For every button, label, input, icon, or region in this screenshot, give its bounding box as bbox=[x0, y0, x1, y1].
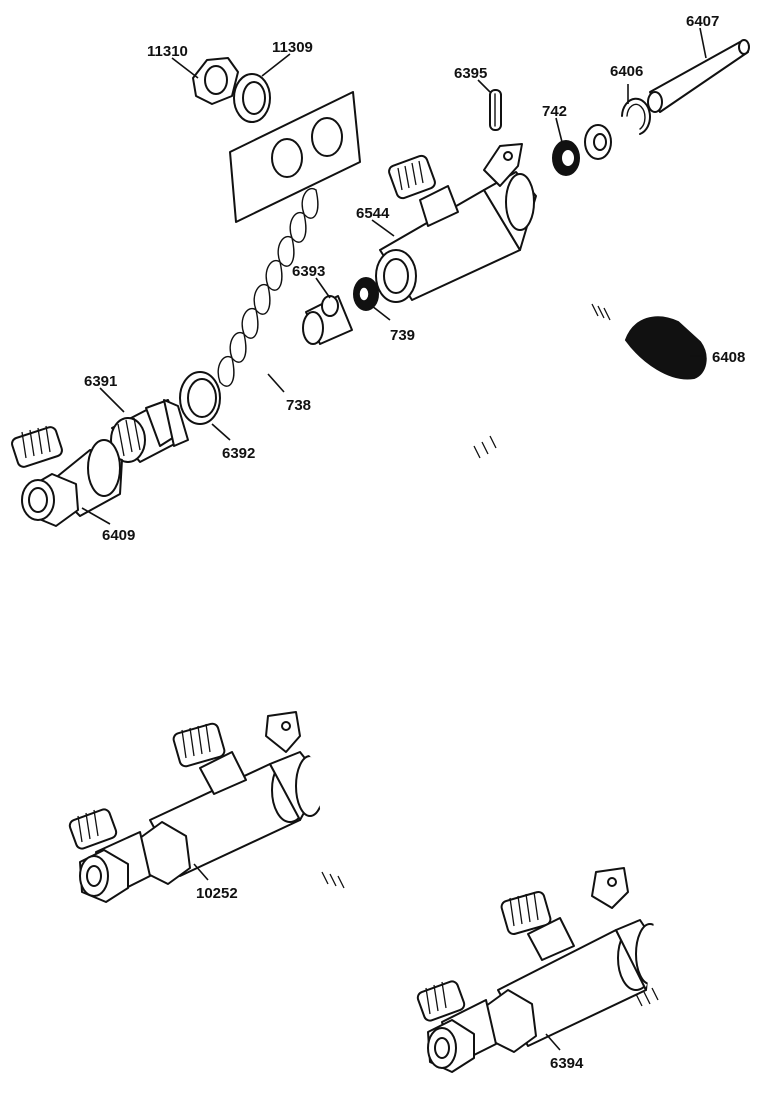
crank-handle-upper bbox=[557, 193, 632, 321]
washer-11309 bbox=[233, 73, 271, 123]
label-742: 742 bbox=[542, 103, 567, 120]
label-738: 738 bbox=[286, 397, 311, 414]
valve-body-6544 bbox=[375, 143, 537, 303]
label-739: 739 bbox=[390, 327, 415, 344]
leader-6394 bbox=[545, 1033, 561, 1051]
knob-6408 bbox=[624, 316, 707, 380]
label-11310: 11310 bbox=[147, 43, 188, 60]
label-11309: 11309 bbox=[272, 39, 313, 56]
label-6408: 6408 bbox=[712, 349, 745, 366]
label-6395: 6395 bbox=[454, 65, 487, 82]
label-6409: 6409 bbox=[102, 527, 135, 544]
label-6544: 6544 bbox=[356, 205, 390, 222]
mounting-plate bbox=[229, 91, 361, 223]
crank-handle-lower bbox=[473, 353, 545, 459]
pin-6395 bbox=[489, 89, 502, 131]
label-6406: 6406 bbox=[610, 63, 643, 80]
label-6407: 6407 bbox=[686, 13, 719, 30]
elbow-6409 bbox=[11, 425, 123, 527]
leader-10252 bbox=[193, 863, 209, 881]
snap-ring-6406 bbox=[621, 97, 651, 135]
spring-738 bbox=[217, 187, 319, 387]
valve-assembly-6394 bbox=[416, 867, 693, 1073]
hex-nut-11310 bbox=[192, 57, 239, 105]
ring-739 bbox=[353, 277, 379, 311]
washer-742 bbox=[552, 124, 612, 176]
plunger-6393 bbox=[302, 295, 353, 345]
gasket-6392 bbox=[179, 371, 221, 425]
label-10252: 10252 bbox=[196, 885, 238, 902]
label-6391: 6391 bbox=[84, 373, 117, 390]
label-6393: 6393 bbox=[292, 263, 325, 280]
valve-assembly-10252 bbox=[68, 711, 351, 903]
fitting-6391 bbox=[110, 399, 189, 463]
label-6394: 6394 bbox=[550, 1055, 584, 1072]
rod-6407 bbox=[647, 39, 750, 113]
label-6392: 6392 bbox=[222, 445, 255, 462]
leader-lines-top bbox=[81, 27, 707, 525]
